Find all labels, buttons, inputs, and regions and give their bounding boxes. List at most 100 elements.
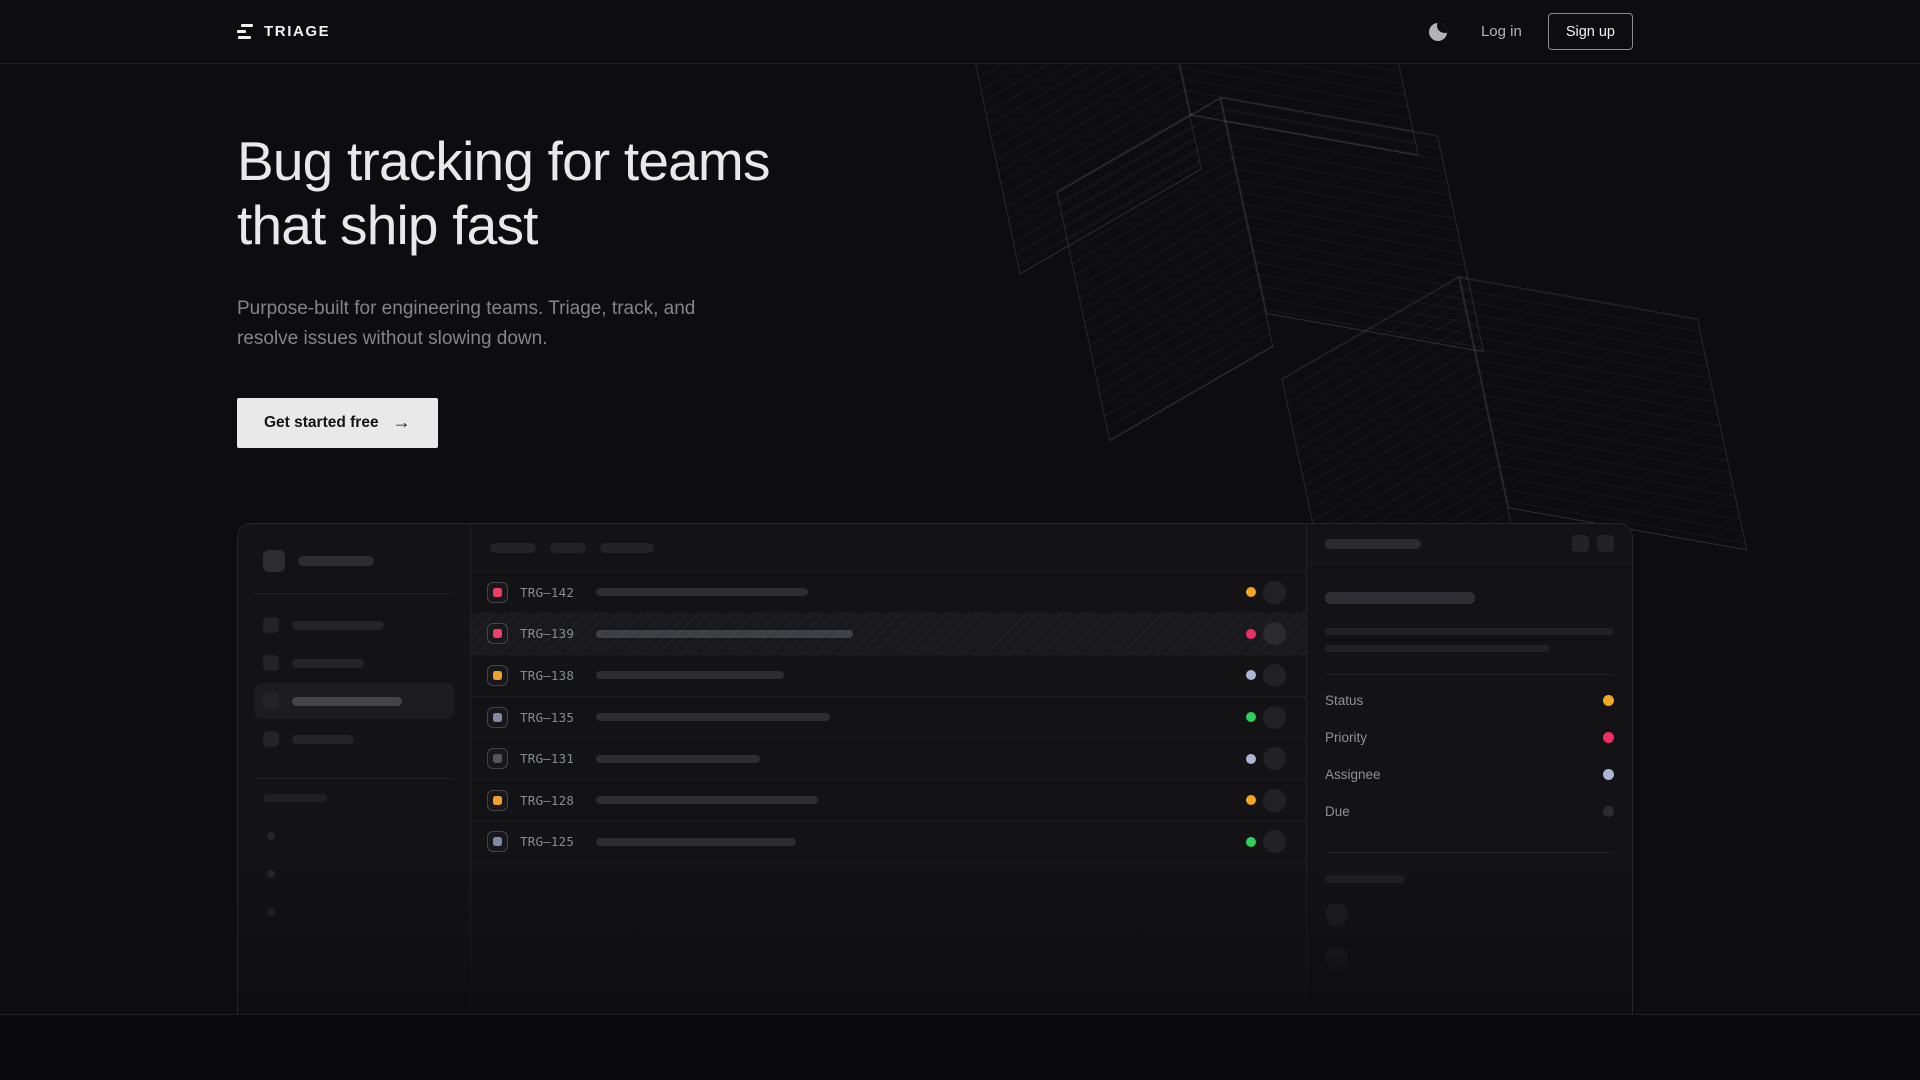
assignee-avatar: [1263, 747, 1286, 771]
sidebar-item-active: [254, 683, 454, 719]
issue-title-skeleton: [596, 671, 784, 680]
issue-row: TRG–138: [471, 655, 1306, 697]
sidebar-item-icon: [263, 655, 279, 671]
status-dot: [1246, 795, 1256, 806]
moon-icon: [1428, 22, 1447, 41]
workspace-row: [254, 550, 454, 572]
next-section-band: [0, 1014, 1920, 1080]
sidebar-section-skeleton: [263, 794, 327, 802]
issue-title-skeleton: [596, 713, 830, 722]
detail-description-skeleton: [1325, 645, 1551, 652]
issue-id: TRG–138: [520, 667, 575, 683]
detail-action-button: [1572, 535, 1589, 552]
divider: [254, 593, 454, 594]
status-dot: [1246, 712, 1256, 723]
issue-row-selected: TRG–139: [471, 613, 1306, 656]
sidebar-dot: [267, 832, 275, 840]
property-label: Assignee: [1325, 767, 1381, 782]
issue-id: TRG–139: [520, 626, 575, 642]
property-label: Due: [1325, 804, 1350, 819]
hero-subtitle: Purpose-built for engineering teams. Tri…: [237, 298, 696, 349]
get-started-button[interactable]: Get started free →: [237, 398, 438, 448]
issue-row: TRG–125: [471, 822, 1306, 864]
priority-value-dot: [1603, 732, 1614, 743]
issue-type-icon: [487, 706, 508, 728]
property-row: Due: [1325, 793, 1614, 830]
sidebar-item-icon: [263, 617, 279, 633]
issue-row: TRG–142: [471, 572, 1306, 614]
property-row: Priority: [1325, 719, 1614, 756]
issue-row: TRG–135: [471, 697, 1306, 739]
assignee-avatar: [1263, 788, 1286, 812]
status-value-dot: [1603, 695, 1614, 706]
issue-type-icon: [487, 623, 508, 645]
assignee-avatar: [1263, 580, 1286, 604]
issue-title-skeleton: [596, 837, 796, 846]
property-row: Status: [1325, 682, 1614, 719]
comment-avatar: [1325, 946, 1348, 969]
status-dot: [1246, 670, 1256, 681]
sidebar-dot: [267, 870, 275, 878]
tab-skeleton: [600, 542, 654, 553]
issue-id: TRG–142: [520, 584, 575, 600]
sidebar-item-skeleton: [292, 696, 402, 706]
due-value-dot: [1603, 806, 1614, 817]
sidebar-item: [254, 721, 454, 757]
detail-header: [1307, 524, 1632, 564]
mockup-sidebar: [238, 524, 471, 1014]
signup-button[interactable]: Sign up: [1547, 13, 1633, 50]
app-mockup: TRG–142 TRG–139 TRG–138: [237, 523, 1633, 1014]
detail-description-skeleton: [1325, 628, 1614, 635]
workspace-avatar: [263, 550, 285, 572]
assignee-avatar: [1263, 622, 1286, 646]
property-list: Status Priority Assignee Due: [1325, 682, 1614, 830]
assignee-avatar: [1263, 663, 1286, 687]
issue-id: TRG–128: [520, 792, 575, 808]
detail-header-skeleton: [1325, 538, 1421, 549]
login-link[interactable]: Log in: [1480, 23, 1522, 40]
nav-actions: Log in Sign up: [1425, 13, 1633, 50]
issue-title-skeleton: [596, 588, 808, 597]
issue-list-header: [471, 524, 1306, 572]
issue-id: TRG–131: [520, 751, 575, 767]
issue-detail-panel: Status Priority Assignee Due: [1306, 524, 1632, 1014]
property-label: Status: [1325, 693, 1364, 708]
assignee-avatar: [1263, 705, 1286, 729]
brand-logo[interactable]: TRIAGE: [237, 23, 330, 40]
issue-row: TRG–131: [471, 738, 1306, 780]
comment-avatar: [1325, 903, 1348, 926]
issue-type-icon: [487, 789, 508, 811]
comments-section-skeleton: [1325, 875, 1405, 883]
arrow-right-icon: →: [392, 411, 411, 432]
status-dot: [1246, 587, 1256, 598]
sidebar-item-skeleton: [292, 734, 354, 744]
status-dot: [1246, 753, 1256, 764]
issue-type-icon: [487, 581, 508, 603]
status-dot: [1246, 628, 1256, 639]
sidebar-item: [254, 645, 454, 681]
assignee-value-dot: [1603, 769, 1614, 780]
issue-type-icon: [487, 664, 508, 686]
sidebar-item: [254, 607, 454, 643]
sidebar-dot: [267, 908, 275, 916]
theme-toggle-button[interactable]: [1425, 19, 1451, 45]
property-row: Assignee: [1325, 756, 1614, 793]
divider: [1325, 852, 1614, 853]
detail-title-skeleton: [1325, 592, 1475, 604]
divider: [254, 778, 454, 779]
issue-list: TRG–142 TRG–139 TRG–138: [471, 524, 1306, 1014]
issue-id: TRG–125: [520, 834, 575, 850]
assignee-avatar: [1263, 830, 1286, 854]
top-navigation: TRIAGE Log in Sign up: [0, 0, 1920, 64]
tab-skeleton: [490, 542, 536, 553]
sidebar-nav: [254, 607, 454, 757]
detail-body: Status Priority Assignee Due: [1307, 564, 1632, 969]
issue-title-skeleton: [596, 754, 760, 763]
workspace-name-skeleton: [298, 556, 374, 566]
sidebar-item-icon: [263, 693, 279, 709]
sidebar-item-icon: [263, 731, 279, 747]
issue-title-skeleton: [596, 796, 818, 805]
issue-id: TRG–135: [520, 709, 575, 725]
